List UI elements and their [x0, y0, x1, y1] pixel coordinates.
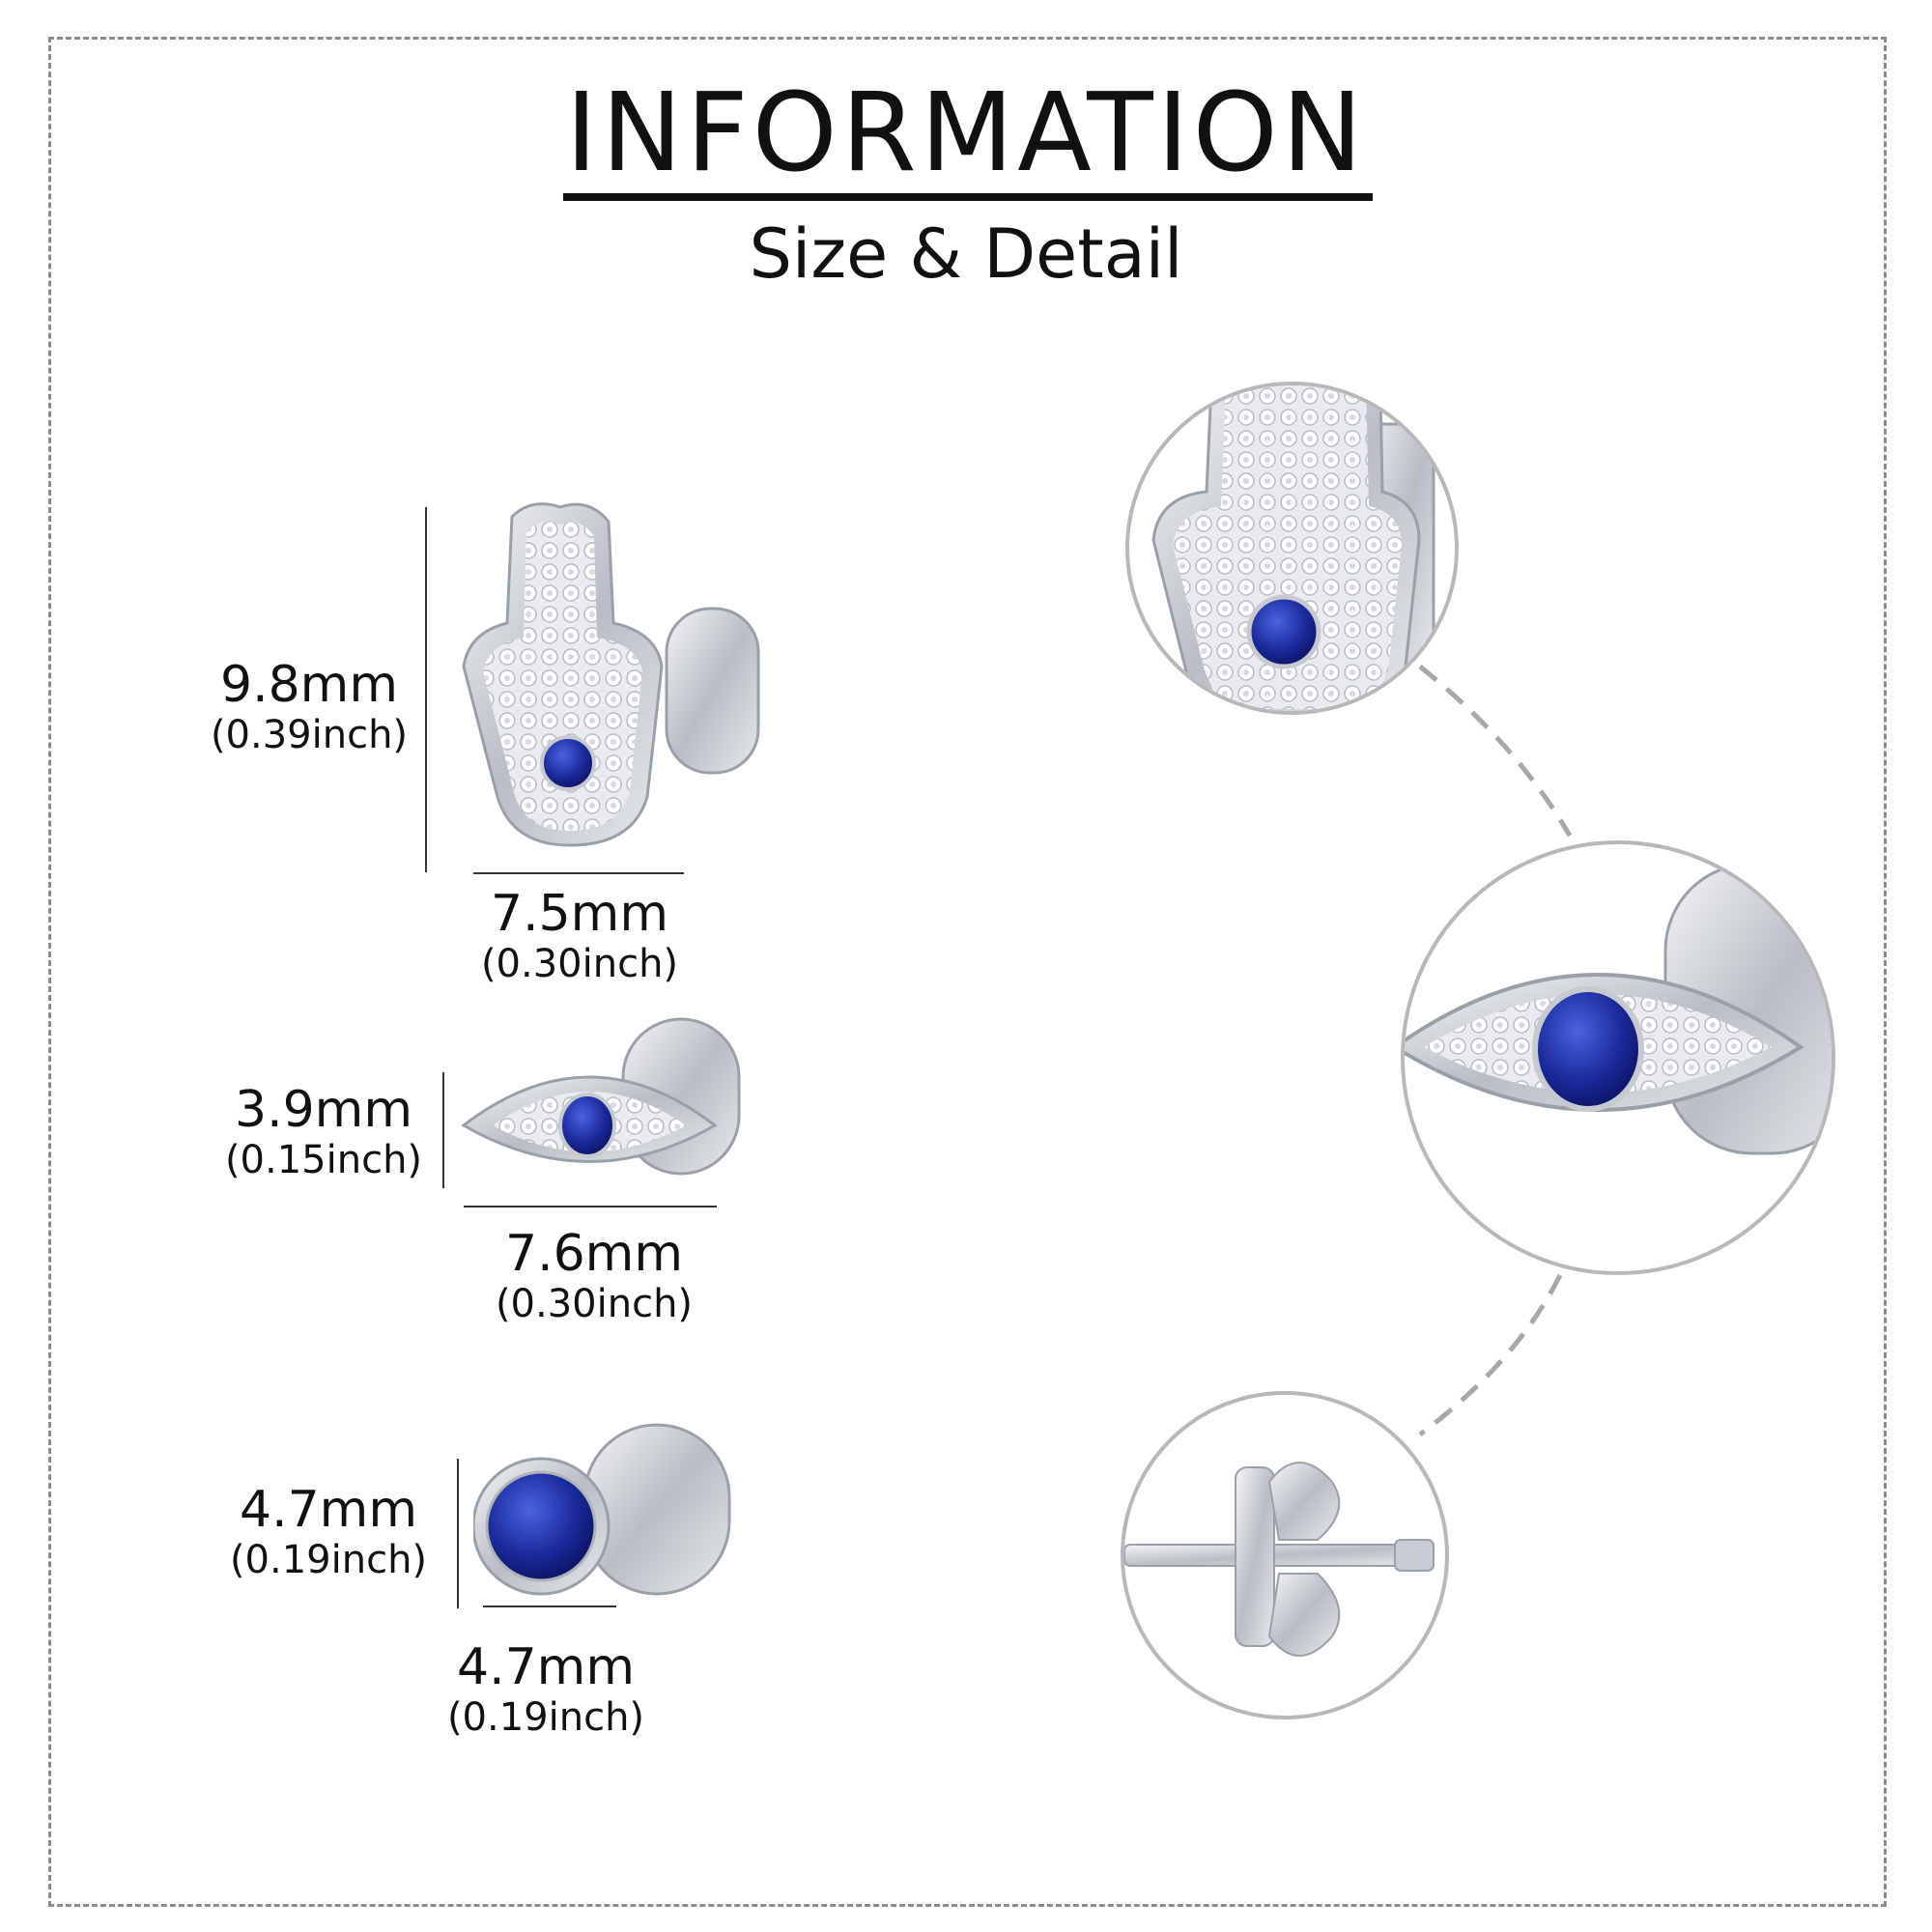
eye-width-mm: 7.6mm [504, 1225, 683, 1283]
dashed-frame [48, 37, 1887, 1907]
hamsa-width-inch: (0.30inch) [480, 942, 679, 986]
hamsa-earring-image [462, 502, 760, 847]
hamsa-width-line [473, 872, 684, 874]
hamsa-height-inch: (0.39inch) [210, 713, 409, 757]
detail-circle-hamsa [1125, 382, 1459, 715]
evil-eye-earring-image [461, 1017, 741, 1176]
eye-height-label: 3.9mm (0.15inch) [208, 1085, 440, 1179]
eye-height-inch: (0.15inch) [224, 1138, 423, 1182]
hamsa-width-mm: 7.5mm [490, 885, 668, 943]
detail-circle-backing [1121, 1391, 1449, 1719]
earring-back-closeup-image [1124, 1462, 1435, 1657]
round-height-line [457, 1459, 459, 1608]
page-subtitle: Size & Detail [749, 214, 1183, 294]
title-underline [563, 193, 1373, 201]
eye-height-mm: 3.9mm [234, 1081, 412, 1139]
eye-width-line [464, 1206, 717, 1208]
round-width-label: 4.7mm (0.19inch) [430, 1642, 662, 1737]
round-width-mm: 4.7mm [456, 1638, 635, 1696]
round-width-inch: (0.19inch) [446, 1695, 645, 1740]
round-height-mm: 4.7mm [239, 1481, 417, 1539]
eye-closeup-image [1405, 862, 1832, 1155]
detail-circle-eye [1401, 840, 1835, 1275]
eye-height-line [442, 1072, 444, 1188]
round-earring-image [473, 1423, 731, 1596]
round-width-line [483, 1605, 616, 1607]
round-height-label: 4.7mm (0.19inch) [213, 1485, 444, 1579]
eye-width-label: 7.6mm (0.30inch) [473, 1229, 715, 1323]
hamsa-height-label: 9.8mm (0.39inch) [193, 660, 425, 754]
hamsa-closeup-image [1151, 385, 1435, 711]
hamsa-height-mm: 9.8mm [219, 656, 398, 714]
eye-width-inch: (0.30inch) [495, 1282, 694, 1326]
round-height-inch: (0.19inch) [229, 1538, 428, 1582]
hamsa-height-line [425, 507, 427, 872]
page-title: INFORMATION [565, 71, 1367, 196]
hamsa-width-label: 7.5mm (0.30inch) [464, 889, 696, 983]
